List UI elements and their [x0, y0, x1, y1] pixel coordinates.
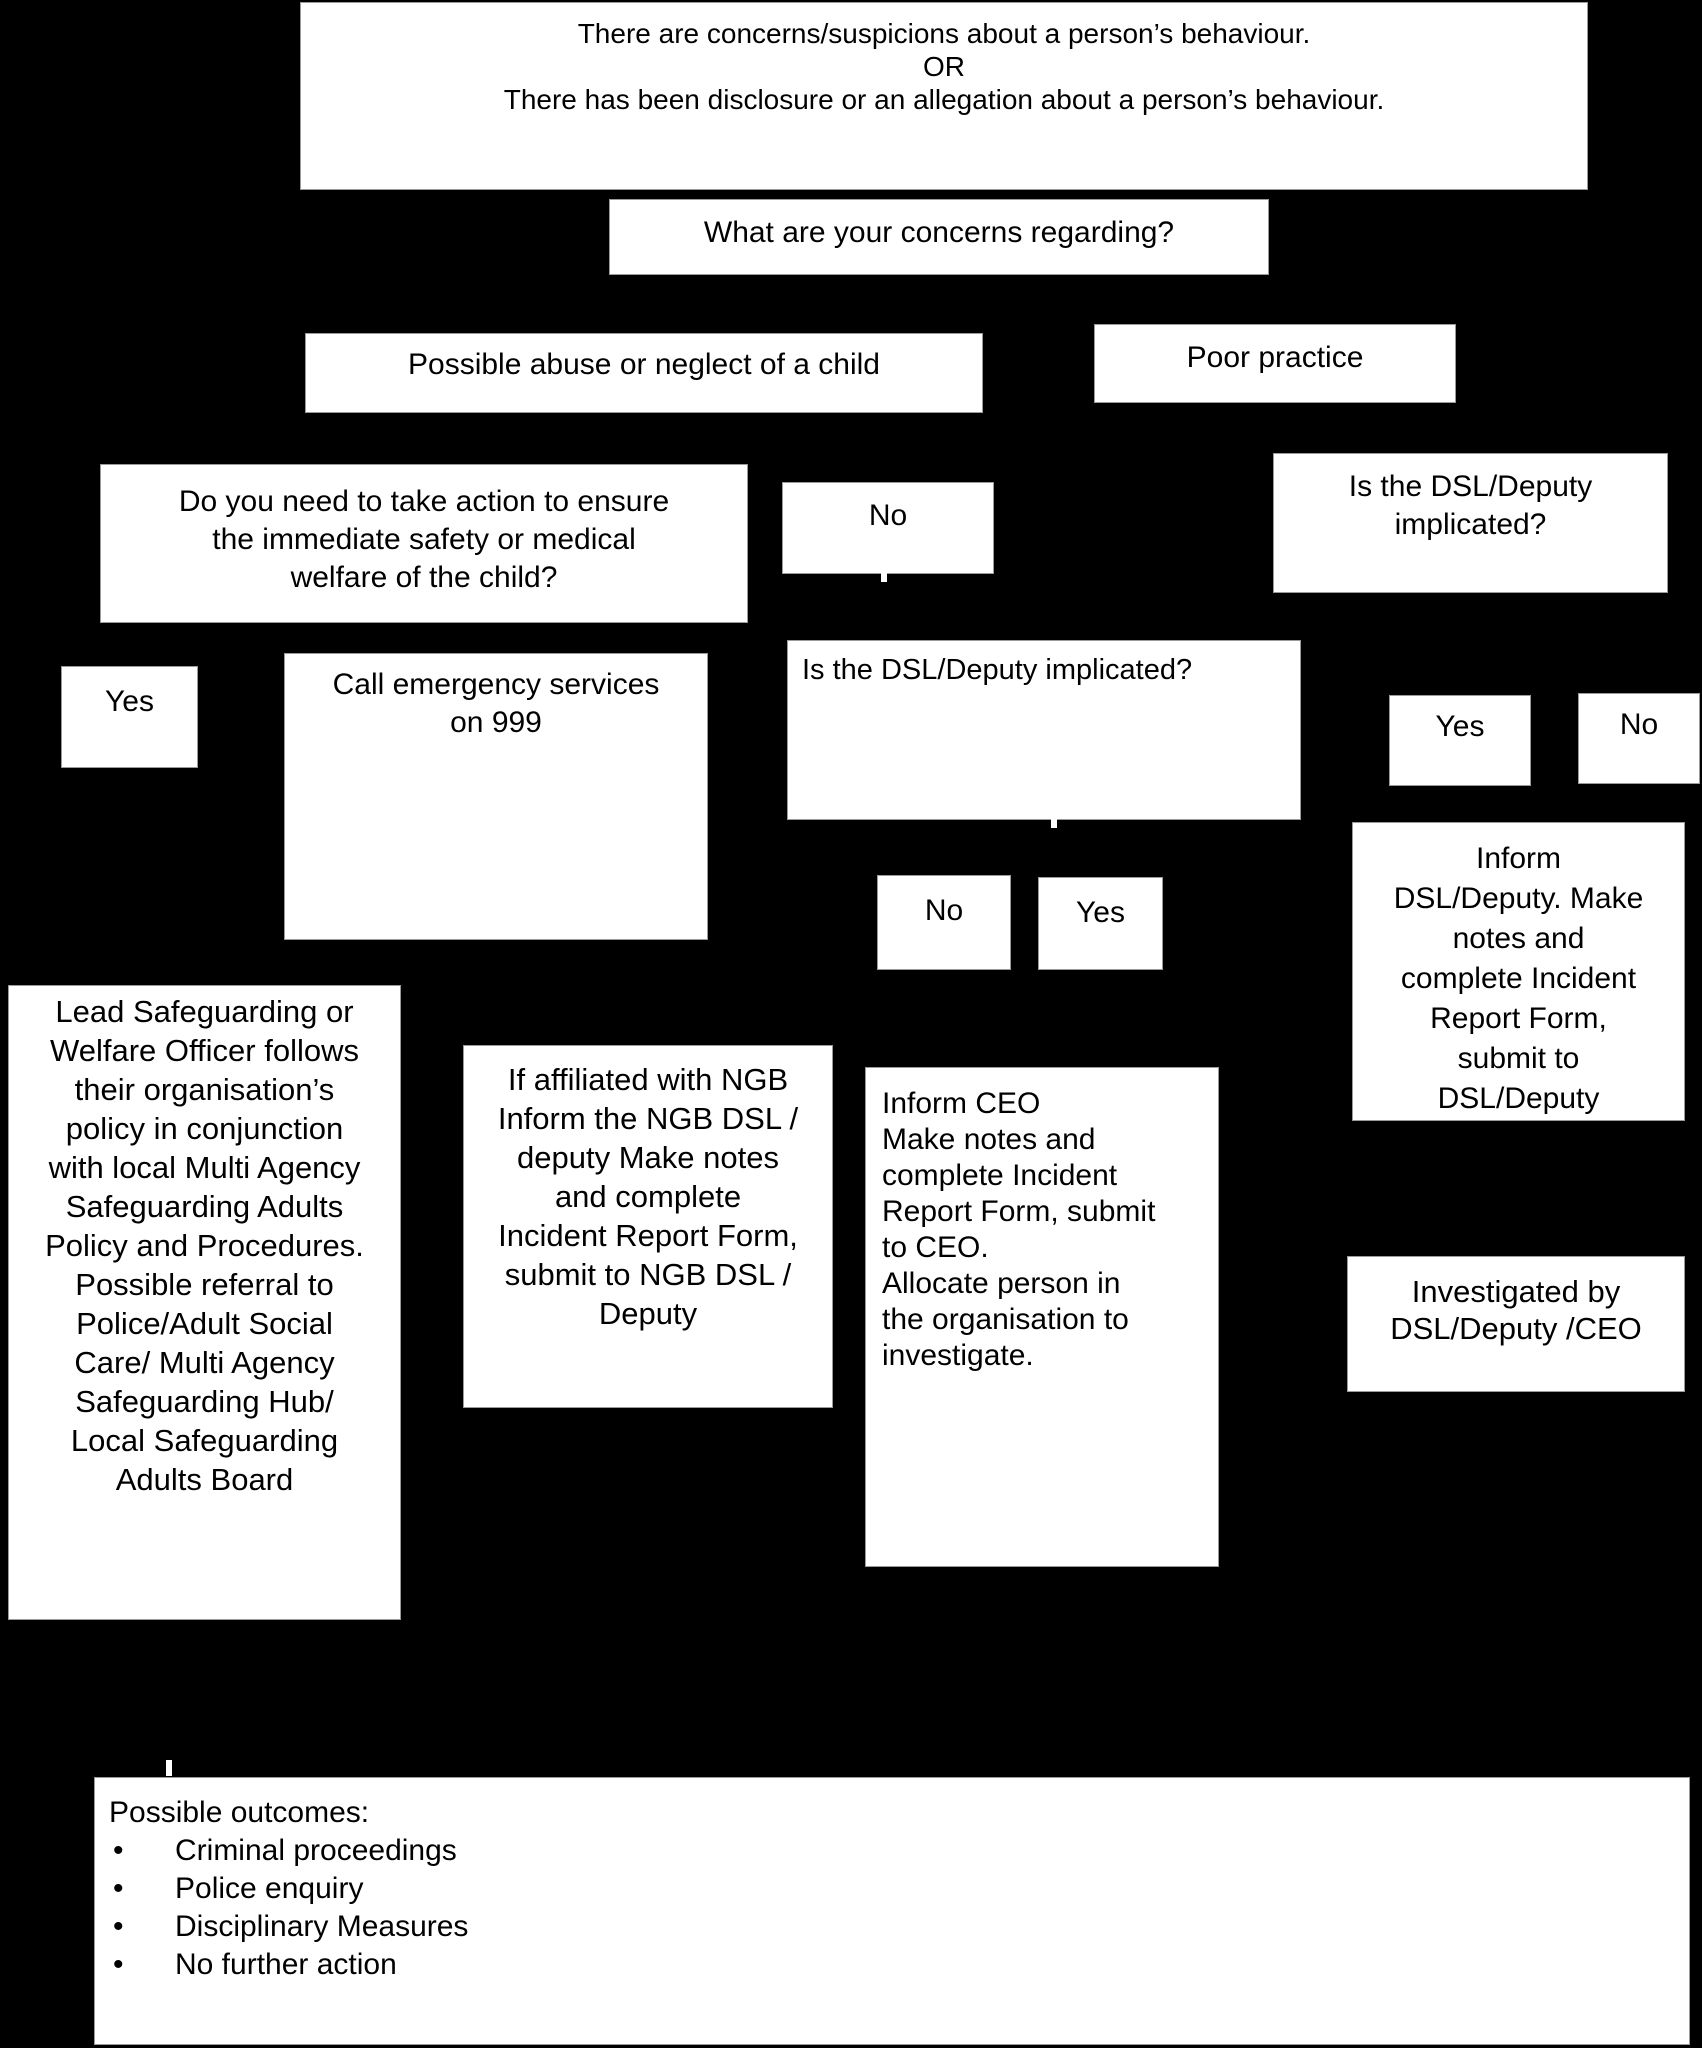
text-line: Incident Report Form, [498, 1218, 798, 1253]
text-line: on 999 [450, 706, 542, 739]
text-line: submit to NGB DSL / [504, 1257, 792, 1292]
text-line: Police/Adult Social [76, 1306, 333, 1341]
list-item-label: No further action [175, 1948, 397, 1981]
list-item: • Police enquiry [109, 1870, 1689, 1908]
text-line: OR [923, 51, 965, 82]
node-immediate-safety-question: Do you need to take action to ensure the… [100, 464, 748, 623]
text-line: No [924, 894, 964, 927]
arrowhead-remnant [1051, 818, 1057, 828]
node-lead-safeguarding-officer: Lead Safeguarding or Welfare Officer fol… [8, 985, 401, 1620]
text-line: the organisation to [882, 1303, 1129, 1336]
node-poor-practice-dsl-yes: Yes [1389, 695, 1531, 786]
arrowhead-remnant [881, 572, 887, 582]
outcomes-title: Possible outcomes: [109, 1796, 370, 1829]
text-line: DSL/Deputy. Make [1393, 882, 1644, 915]
text-line: Yes [1435, 710, 1485, 743]
text-line: Care/ Multi Agency [74, 1345, 335, 1380]
text-line: Yes [105, 685, 154, 718]
text-line: with local Multi Agency [48, 1150, 361, 1185]
node-concern-type-question: What are your concerns regarding? [609, 199, 1269, 275]
text-line: Inform [1475, 842, 1562, 875]
list-item-label: Criminal proceedings [175, 1834, 457, 1867]
node-yes-immediate-action: Yes [61, 666, 198, 768]
text-line: the immediate safety or medical [212, 523, 636, 556]
text-line: investigate. [882, 1339, 1034, 1372]
bullet-icon: • [113, 1872, 124, 1905]
node-inform-ngb-dsl: If affiliated with NGB Inform the NGB DS… [463, 1045, 833, 1408]
node-poor-practice-dsl-no: No [1578, 693, 1700, 784]
text-line: implicated? [1394, 508, 1547, 541]
text-line: Make notes and [882, 1123, 1096, 1156]
node-inform-ceo: Inform CEO Make notes and complete Incid… [865, 1067, 1219, 1567]
text-line: Policy and Procedures. [45, 1228, 364, 1263]
text-line: Safeguarding Hub/ [75, 1384, 334, 1419]
node-call-emergency-999: Call emergency services on 999 [284, 653, 708, 940]
text-line: Do you need to take action to ensure [178, 485, 670, 518]
node-no-immediate-action: No [782, 482, 994, 574]
text-line: Call emergency services [332, 668, 660, 701]
text-line: Possible abuse or neglect of a child [408, 348, 880, 381]
bullet-icon: • [113, 1948, 124, 1981]
bullet-icon: • [113, 1834, 124, 1867]
text-line: Adults Board [115, 1462, 294, 1497]
text-line: There are concerns/suspicions about a pe… [577, 18, 1311, 49]
text-line: and complete [554, 1179, 742, 1214]
text-line: deputy Make notes [517, 1140, 779, 1175]
text-line: to CEO. [882, 1231, 989, 1264]
text-line: What are your concerns regarding? [703, 216, 1175, 249]
text-line: Is the DSL/Deputy implicated? [802, 654, 1193, 686]
text-line: DSL/Deputy /CEO [1390, 1311, 1642, 1346]
text-line: Welfare Officer follows [50, 1033, 359, 1068]
text-line: Inform the NGB DSL / [497, 1101, 799, 1136]
text-line: Safeguarding Adults [65, 1189, 344, 1224]
node-poor-practice: Poor practice [1094, 324, 1456, 403]
text-line: Possible referral to [75, 1267, 334, 1302]
text-line: Inform CEO [882, 1087, 1041, 1120]
text-line: submit to [1457, 1042, 1580, 1075]
list-item: • Disciplinary Measures [109, 1908, 1689, 1946]
node-inform-dsl-deputy: Inform DSL/Deputy. Make notes and comple… [1352, 822, 1685, 1121]
text-line: Allocate person in [882, 1267, 1121, 1300]
list-item-label: Police enquiry [175, 1872, 364, 1905]
text-line: Local Safeguarding [70, 1423, 339, 1458]
text-line: Poor practice [1186, 341, 1364, 374]
text-line: Yes [1076, 896, 1125, 929]
node-investigated-by: Investigated by DSL/Deputy /CEO [1347, 1256, 1685, 1392]
text-line: their organisation’s [74, 1072, 335, 1107]
node-initial-concern: There are concerns/suspicions about a pe… [300, 2, 1588, 190]
list-item: • No further action [109, 1946, 1689, 1984]
text-line: No [1619, 708, 1659, 741]
text-line: No [868, 499, 908, 532]
list-item-label: Disciplinary Measures [175, 1910, 469, 1943]
node-abuse-dsl-yes: Yes [1038, 877, 1163, 970]
text-line: Report Form, [1430, 1002, 1607, 1035]
text-line: If affiliated with NGB [507, 1062, 789, 1097]
node-abuse-or-neglect: Possible abuse or neglect of a child [305, 333, 983, 413]
text-line: notes and [1452, 922, 1585, 955]
text-line: Deputy [598, 1296, 698, 1331]
node-dsl-implicated-poor-practice: Is the DSL/Deputy implicated? [1273, 453, 1668, 593]
text-line: complete Incident [882, 1159, 1118, 1192]
bullet-icon: • [113, 1910, 124, 1943]
list-item: • Criminal proceedings [109, 1832, 1689, 1870]
node-possible-outcomes: Possible outcomes: • Criminal proceeding… [94, 1777, 1690, 2045]
text-line: Is the DSL/Deputy [1348, 470, 1593, 503]
node-abuse-dsl-no: No [877, 875, 1011, 970]
text-line: welfare of the child? [290, 561, 558, 594]
text-line: Investigated by [1411, 1274, 1621, 1309]
text-line: There has been disclosure or an allegati… [503, 84, 1385, 115]
text-line: Lead Safeguarding or [55, 994, 354, 1029]
node-dsl-implicated-abuse: Is the DSL/Deputy implicated? [787, 640, 1301, 820]
text-line: complete Incident [1400, 962, 1637, 995]
text-line: DSL/Deputy [1437, 1082, 1600, 1115]
arrowhead-remnant [166, 1760, 172, 1776]
text-line: Report Form, submit [882, 1195, 1156, 1228]
text-line: policy in conjunction [65, 1111, 344, 1146]
